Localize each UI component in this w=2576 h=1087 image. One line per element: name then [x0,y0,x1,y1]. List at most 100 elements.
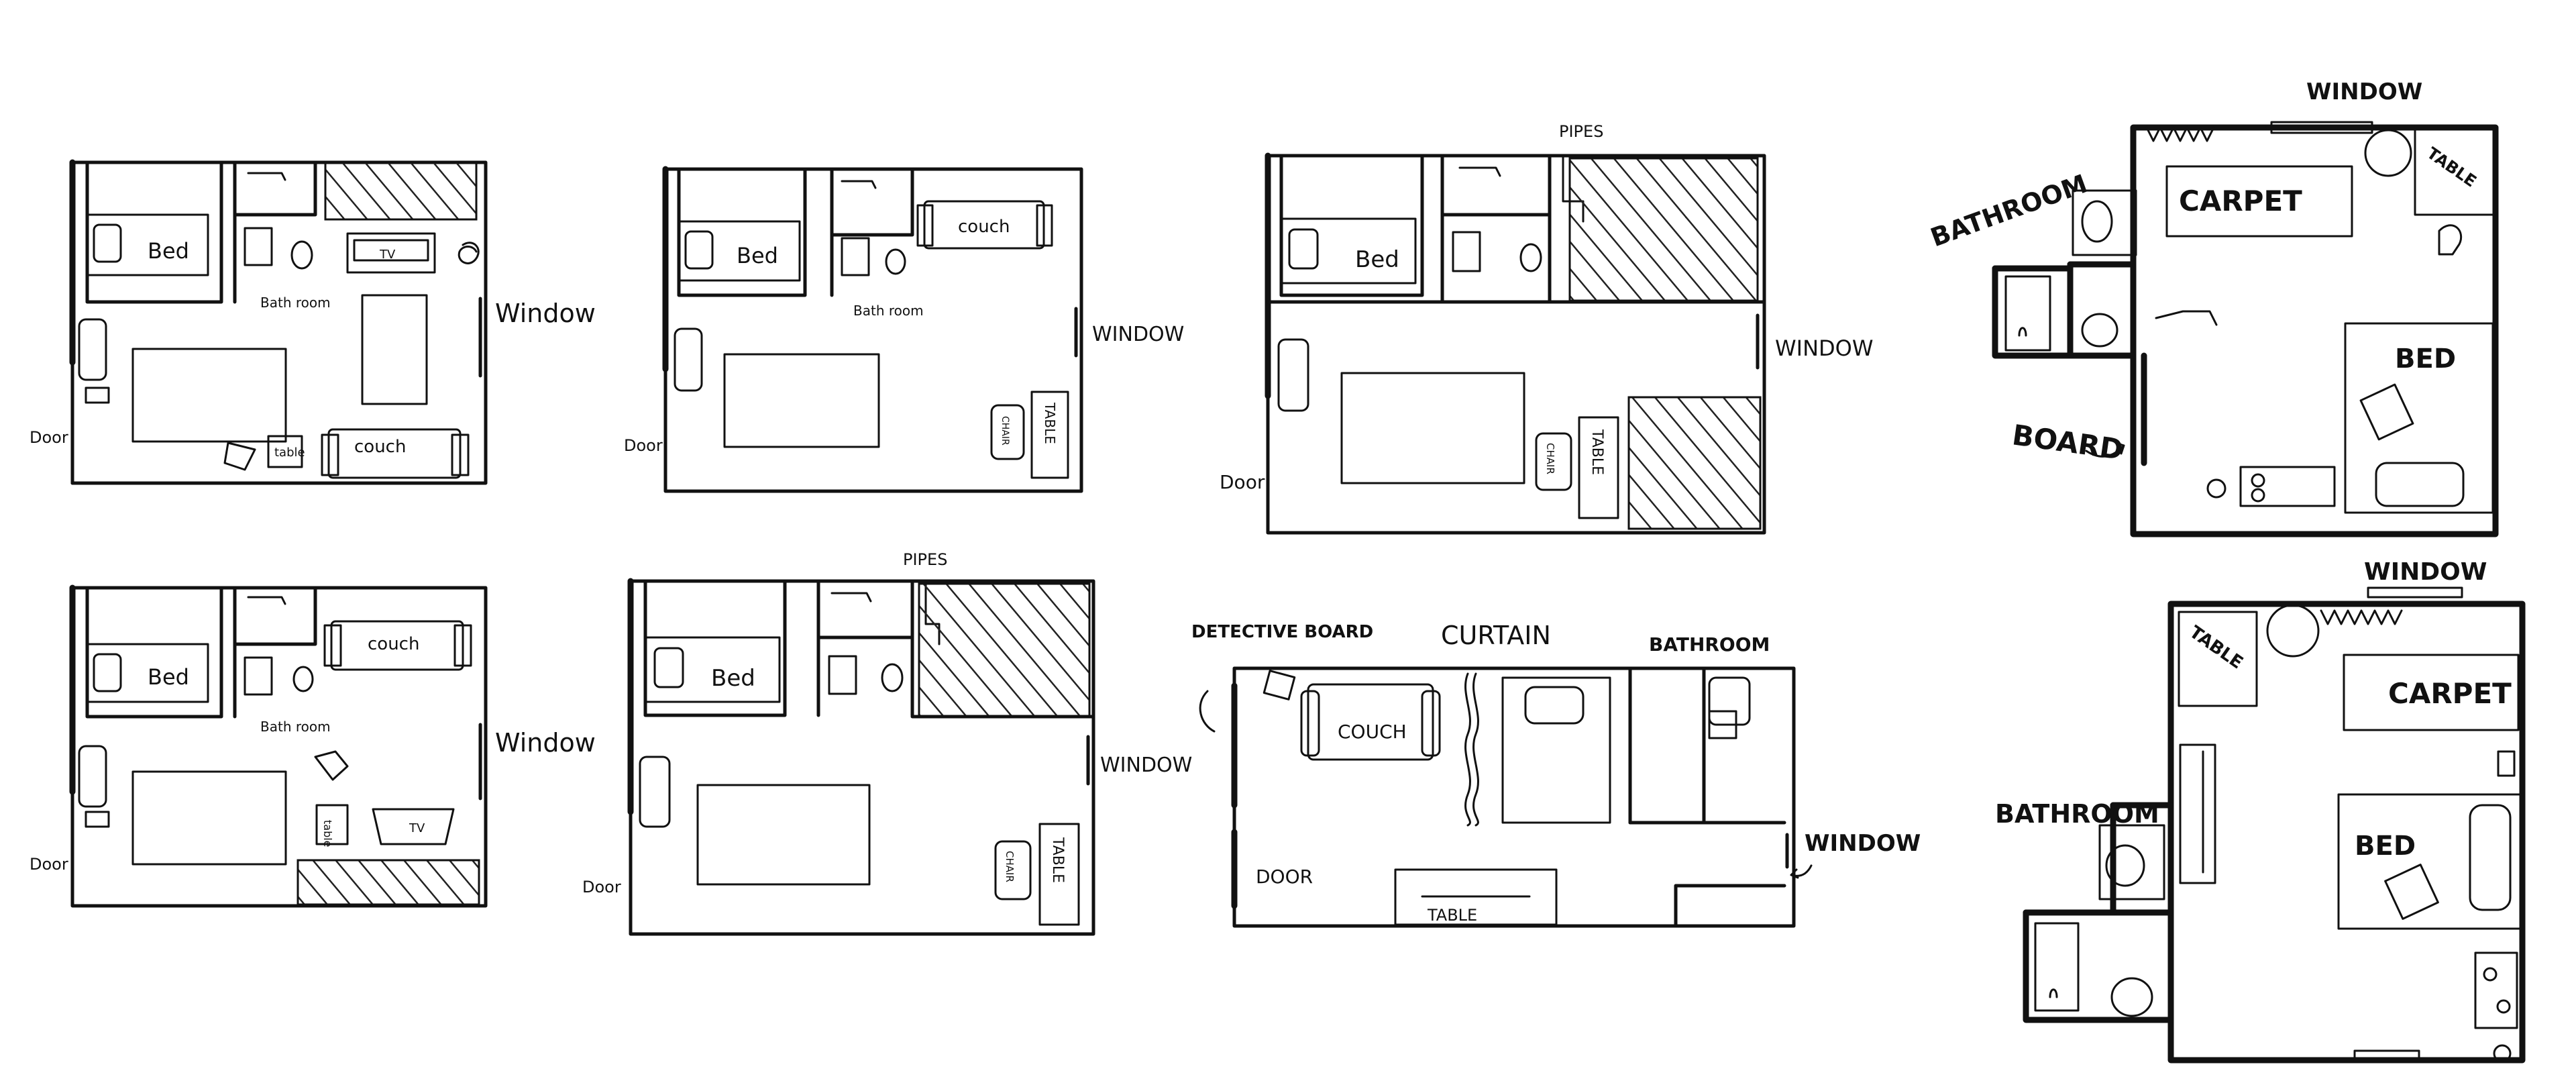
cabinet [2179,743,2216,884]
tv-screen [353,239,429,262]
bathroom-wall [816,579,914,639]
sink-icon [1708,710,1737,739]
carpet [696,784,871,886]
detective-board-label: DETECTIVE BOARD [1191,622,1373,642]
desk [1578,416,1619,519]
chair-label: CHAIR [1004,851,1016,882]
chair [1535,432,1572,491]
bathroom-wall [1279,154,1424,297]
burner [2251,473,2265,488]
table [2414,126,2497,216]
couch-arm [323,624,342,667]
couch [923,200,1045,250]
window-label: WINDOW [1805,830,1921,857]
bathroom-label: BATHROOM [1649,633,1770,656]
toilet-icon [2110,977,2153,1017]
burner [2251,488,2265,503]
floor-plan-5: Bed Bath room couch table TV Window Door [30,584,596,908]
bathroom-wall [2023,909,2174,1023]
hatched-area-icon [918,582,1091,718]
bed-frame [2344,322,2494,514]
couch-arm [453,624,472,667]
couch [327,428,462,479]
couch-label: couch [958,217,1010,237]
window-frame [2270,121,2373,134]
bin [2493,1044,2512,1063]
armchair-icon [314,750,349,781]
table [2178,611,2258,707]
bathroom-label: Bath room [853,303,924,319]
bathroom-wall [830,167,914,237]
carpet-label: CARPET [2388,677,2512,710]
shower-icon [1458,166,1501,177]
window-label: Window [495,728,596,758]
couch [1307,683,1434,761]
room-outline [2167,601,2526,1064]
carpet-label: CARPET [2179,185,2302,217]
pillow [93,653,122,692]
lamp-icon [2266,604,2320,658]
armchair-icon [78,745,107,808]
arrow-icon [1199,690,1216,733]
window-frame [2367,586,2463,599]
bed-frame [644,636,781,703]
armchair-icon [2438,224,2463,256]
carpet [2165,165,2353,238]
sink-icon [2081,200,2113,243]
pillow [2469,804,2512,911]
carpet [131,348,287,443]
armchair-icon [78,318,107,381]
hatched-area-icon [1568,157,1759,302]
bathroom-wall [1440,154,1552,217]
window-label: WINDOW [1775,335,1873,361]
floor-plan-6: Bed PIPES TABLE CHAIR WINDOW Door [582,550,1192,936]
bed-label: Bed [148,664,189,690]
desk [1030,391,1069,479]
arrow-icon [1790,864,1813,879]
board-label: BOARD [2010,418,2126,466]
window-label: WINDOW [1100,754,1192,777]
bathroom-cabinet [2098,824,2165,900]
coffee-table [361,294,428,405]
pillow [1524,686,1585,725]
footstool [85,386,110,404]
toilet-icon [244,656,273,696]
door-label: Door [582,878,621,896]
bed-frame [86,213,209,276]
bathroom-label: Bath room [260,719,331,735]
table-label: table [274,446,305,460]
couch-arm [1300,690,1320,757]
bed-label: BED [2355,831,2416,862]
bathroom-wall [233,586,317,646]
floor-plan-8: BATHROOM TABLE WINDOW CARPET BED [1995,558,2526,1064]
lamp-icon [2364,129,2412,177]
bathroom-cabinet [2072,189,2137,256]
bathroom-wall [1992,265,2074,359]
laptop-icon [2384,864,2439,920]
curtain-label: CURTAIN [1441,621,1551,650]
room-outline [663,167,1083,493]
toilet-icon [841,237,870,276]
window-label: Window [495,299,596,328]
couch-arm [1421,690,1441,757]
bed-frame [2337,793,2522,930]
table [1394,868,1558,926]
shower-icon [2018,327,2027,337]
sink-icon [2105,844,2145,887]
sink-icon [1519,243,1542,272]
window-frame [2353,1049,2420,1062]
couch-label: COUCH [1338,721,1407,743]
radiator [2320,609,2403,625]
bin [2206,478,2226,499]
table-label: TABLE [2186,622,2247,673]
laptop-icon [2359,383,2414,441]
sink-icon [290,240,313,270]
sink-icon [885,248,906,275]
pillow [684,230,714,270]
door-label: Door [30,428,68,447]
window-label: WINDOW [2306,79,2422,105]
wall-corner [1674,884,1786,928]
curtain [1472,672,1479,827]
bed-label: Bed [148,238,189,264]
bed-label: Bed [737,243,778,268]
